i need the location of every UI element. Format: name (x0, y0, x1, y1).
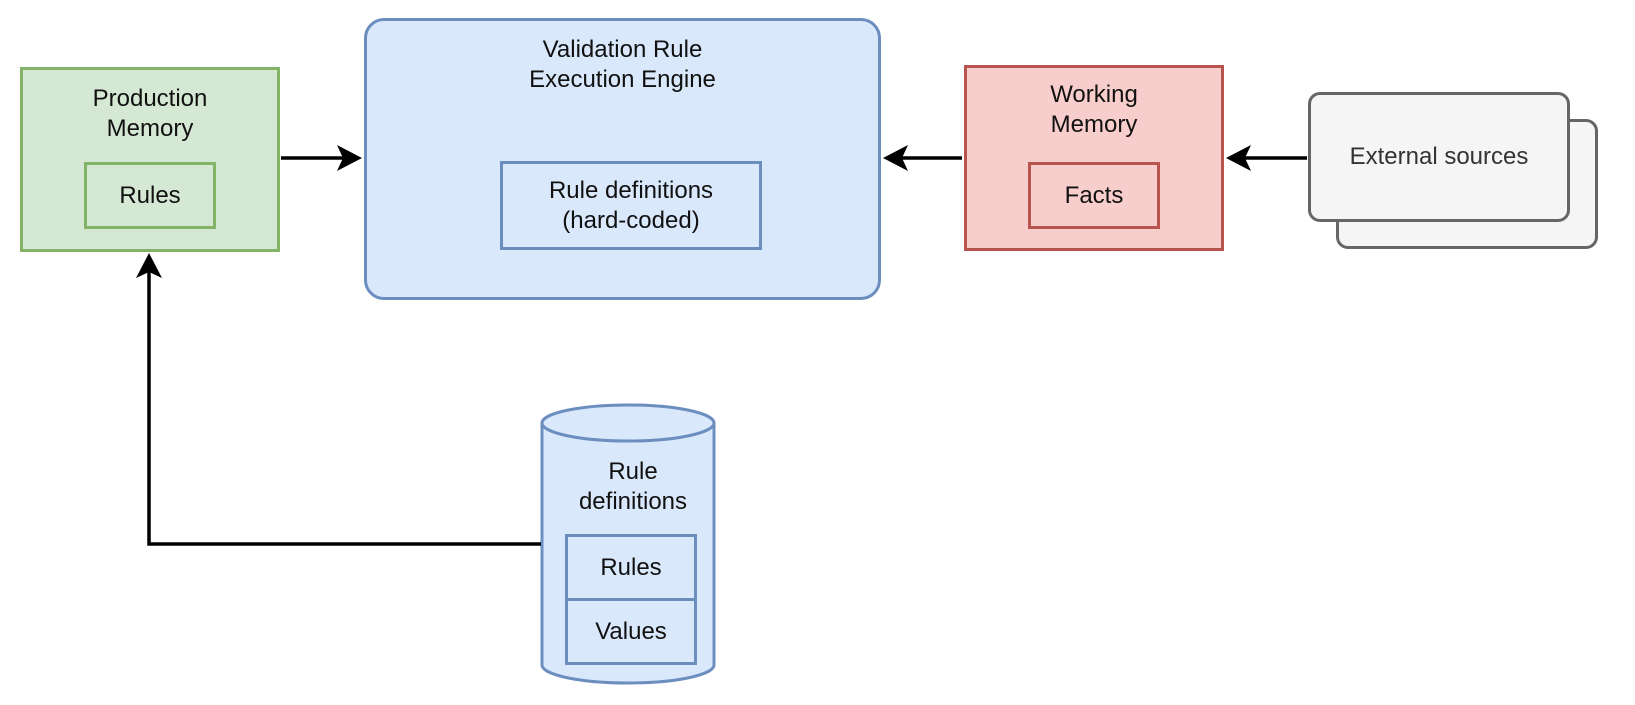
production-memory-rules-box: Rules (84, 162, 216, 229)
arrowhead-production-to-engine (337, 145, 362, 171)
working-memory-title-line-2: Memory (1050, 111, 1138, 138)
production-memory-title-line-1: Production (92, 85, 208, 112)
external-sources-label: External sources (1349, 143, 1529, 170)
database-cylinder (540, 403, 716, 685)
arrow-database-to-production (147, 260, 541, 546)
database-title-line-1: Rule (608, 458, 658, 485)
database-values-label: Values (595, 617, 667, 645)
database-title: Rule definitions (548, 455, 718, 521)
database-rules-box: Rules (565, 534, 697, 601)
working-memory-facts-box: Facts (1028, 162, 1160, 229)
working-memory-box: Working Memory (964, 65, 1224, 251)
database-rules-label: Rules (600, 553, 662, 581)
execution-engine-title: Validation Rule Execution Engine (367, 35, 878, 95)
arrowhead-database-to-production (136, 253, 162, 278)
database-title-line-2: definitions (578, 488, 688, 515)
production-memory-rules-label: Rules (119, 181, 181, 209)
production-memory-title-line-2: Memory (106, 115, 194, 142)
working-memory-facts-label: Facts (1064, 181, 1124, 209)
production-memory-title: Production Memory (23, 84, 277, 144)
arrowhead-external-to-working (1226, 145, 1251, 171)
execution-engine-title-line-2: Execution Engine (529, 66, 716, 93)
external-sources-box: External sources (1308, 92, 1570, 222)
working-memory-title-line-1: Working (1050, 81, 1138, 108)
execution-engine-box: Validation Rule Execution Engine (364, 18, 881, 300)
working-memory-title: Working Memory (967, 80, 1221, 140)
execution-engine-title-line-1: Validation Rule (542, 36, 703, 63)
hardcoded-rule-definitions-line-1: Rule definitions (548, 176, 714, 204)
hardcoded-rule-definitions-box: Rule definitions (hard-coded) (500, 161, 762, 250)
production-memory-box: Production Memory (20, 67, 280, 252)
database-title-text: Rule definitions (548, 457, 718, 517)
hardcoded-rule-definitions-line-2: (hard-coded) (562, 206, 700, 234)
arrowhead-working-to-engine (883, 145, 908, 171)
hardcoded-rule-definitions-label: Rule definitions (hard-coded) (503, 164, 759, 247)
database-values-box: Values (565, 598, 697, 665)
